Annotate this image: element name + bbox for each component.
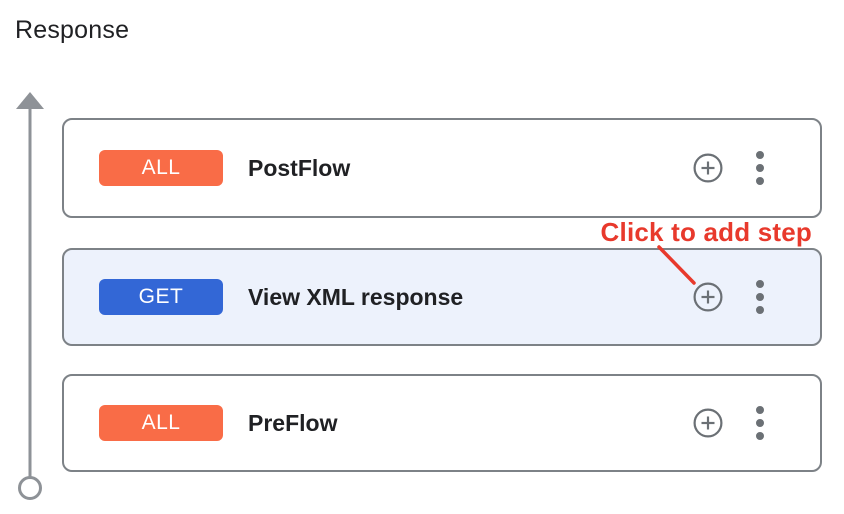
flow-card-title: PostFlow: [248, 154, 351, 181]
card-actions: [692, 277, 766, 317]
flow-card-preflow[interactable]: ALL PreFlow: [62, 374, 822, 472]
add-step-button[interactable]: [692, 281, 724, 313]
add-step-button[interactable]: [692, 152, 724, 184]
more-options-button[interactable]: [754, 403, 766, 443]
plus-in-circle-icon: [693, 153, 723, 183]
plus-in-circle-icon: [693, 282, 723, 312]
flow-card-postflow[interactable]: ALL PostFlow: [62, 118, 822, 218]
flow-card-title: PreFlow: [248, 409, 338, 436]
flow-card-view-xml-response[interactable]: GET View XML response: [62, 248, 822, 346]
response-section-title: Response: [15, 16, 130, 44]
click-to-add-step-annotation: Click to add step: [600, 217, 812, 247]
up-arrowhead-icon: [16, 92, 44, 109]
timeline-terminal-circle-icon: [18, 476, 42, 500]
verb-badge-all: ALL: [99, 150, 223, 186]
card-actions: [692, 403, 766, 443]
more-options-button[interactable]: [754, 277, 766, 317]
kebab-menu-icon: [756, 280, 764, 314]
card-actions: [692, 148, 766, 188]
add-step-button[interactable]: [692, 407, 724, 439]
verb-badge-all: ALL: [99, 405, 223, 441]
kebab-menu-icon: [756, 151, 764, 185]
plus-in-circle-icon: [693, 408, 723, 438]
verb-badge-get: GET: [99, 279, 223, 315]
flow-card-title: View XML response: [248, 283, 464, 310]
kebab-menu-icon: [756, 406, 764, 440]
flow-direction-arrow: [16, 92, 44, 500]
more-options-button[interactable]: [754, 148, 766, 188]
